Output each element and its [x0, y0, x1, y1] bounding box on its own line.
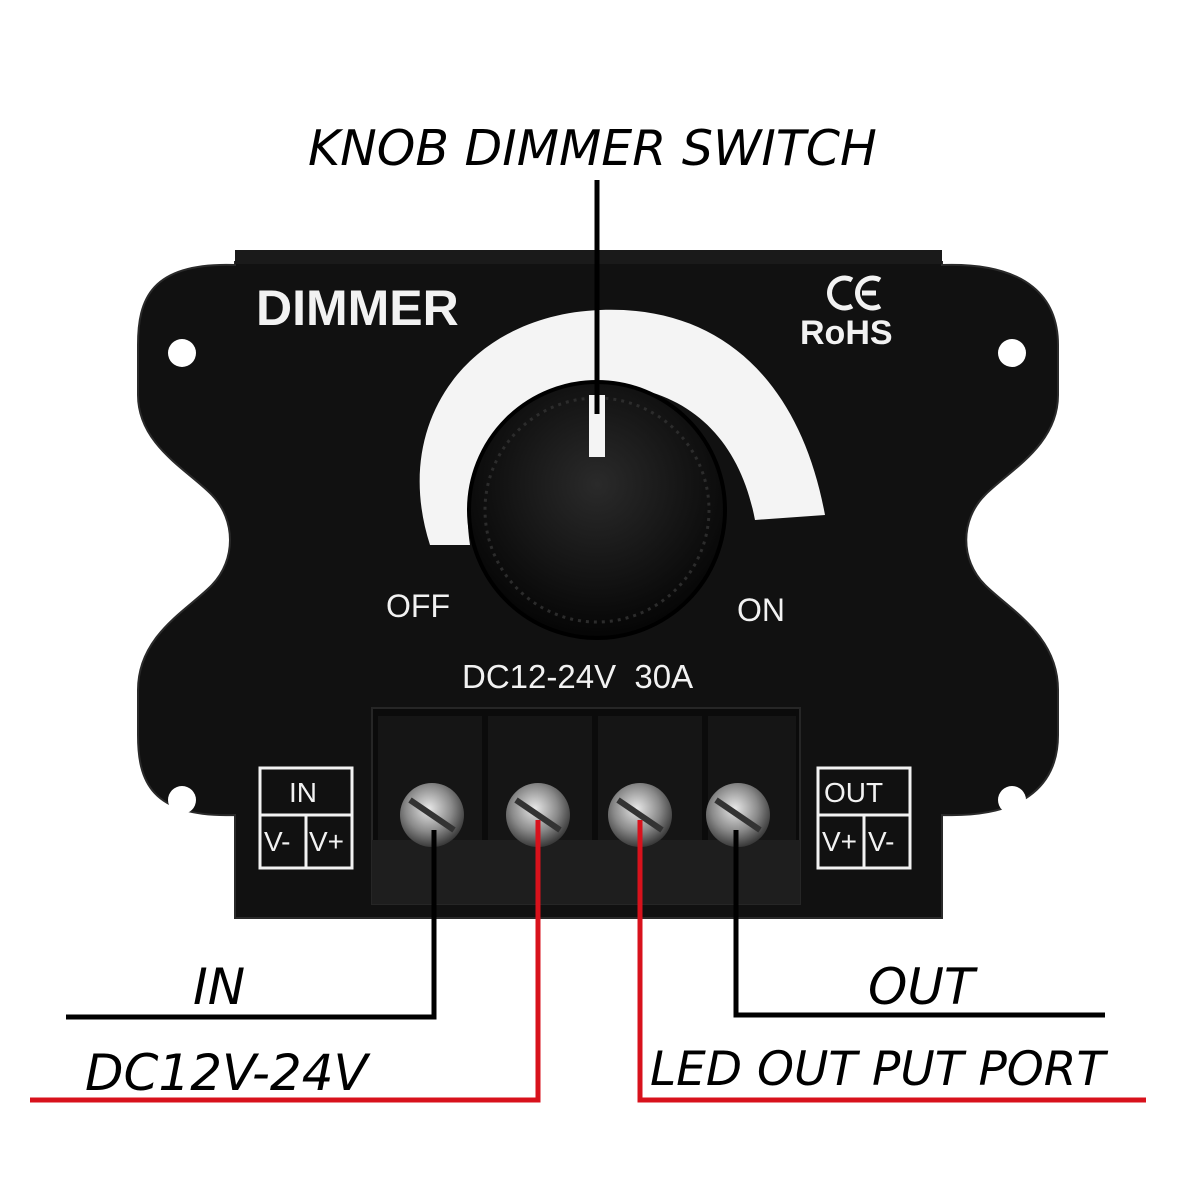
supply-red-wire: [30, 820, 541, 1103]
in-box-left: V-: [264, 826, 291, 857]
brand-label: DIMMER: [256, 280, 459, 336]
in-box-title: IN: [289, 777, 317, 808]
screw-terminal-icon[interactable]: [706, 783, 770, 847]
ce-mark-icon: [827, 275, 882, 311]
screw-terminal-icon[interactable]: [608, 783, 672, 847]
terminal-base: [372, 840, 800, 904]
in-callout: IN: [193, 958, 246, 1016]
diagram-title: KNOB DIMMER SWITCH: [308, 120, 877, 177]
knob-grip: [483, 396, 711, 624]
in-box-right: V+: [309, 826, 345, 857]
supply-callout: DC12V-24V: [85, 1044, 368, 1102]
mounting-hole-icon: [998, 786, 1026, 814]
out-box-title: OUT: [824, 777, 884, 808]
in-black-wire: [66, 830, 437, 1020]
screw-terminal-icon[interactable]: [506, 783, 570, 847]
screw-terminal-icon[interactable]: [400, 783, 464, 847]
out-terminal-box: [816, 766, 912, 870]
ce-mark-text: CE: [0, 0, 1, 1]
out-callout: OUT: [868, 958, 975, 1016]
mounting-hole-icon: [168, 339, 196, 367]
mounting-hole-icon: [168, 786, 196, 814]
out-box-left: V+: [822, 826, 858, 857]
led-out-callout: LED OUT PUT PORT: [650, 1042, 1106, 1097]
out-black-wire: [733, 830, 1105, 1018]
out-box-right: V-: [868, 826, 895, 857]
top-edge: [235, 250, 942, 264]
rohs-mark: RoHS: [800, 314, 893, 352]
rating-label: DC12-24V 30A: [462, 658, 694, 695]
dimming-scale-arc: [419, 309, 825, 545]
off-label: OFF: [386, 588, 450, 624]
on-label: ON: [737, 592, 785, 628]
in-terminal-box: [258, 766, 354, 870]
mounting-hole-icon: [998, 339, 1026, 367]
knob-indicator: [589, 395, 605, 457]
led-out-red-wire: [637, 820, 1146, 1103]
